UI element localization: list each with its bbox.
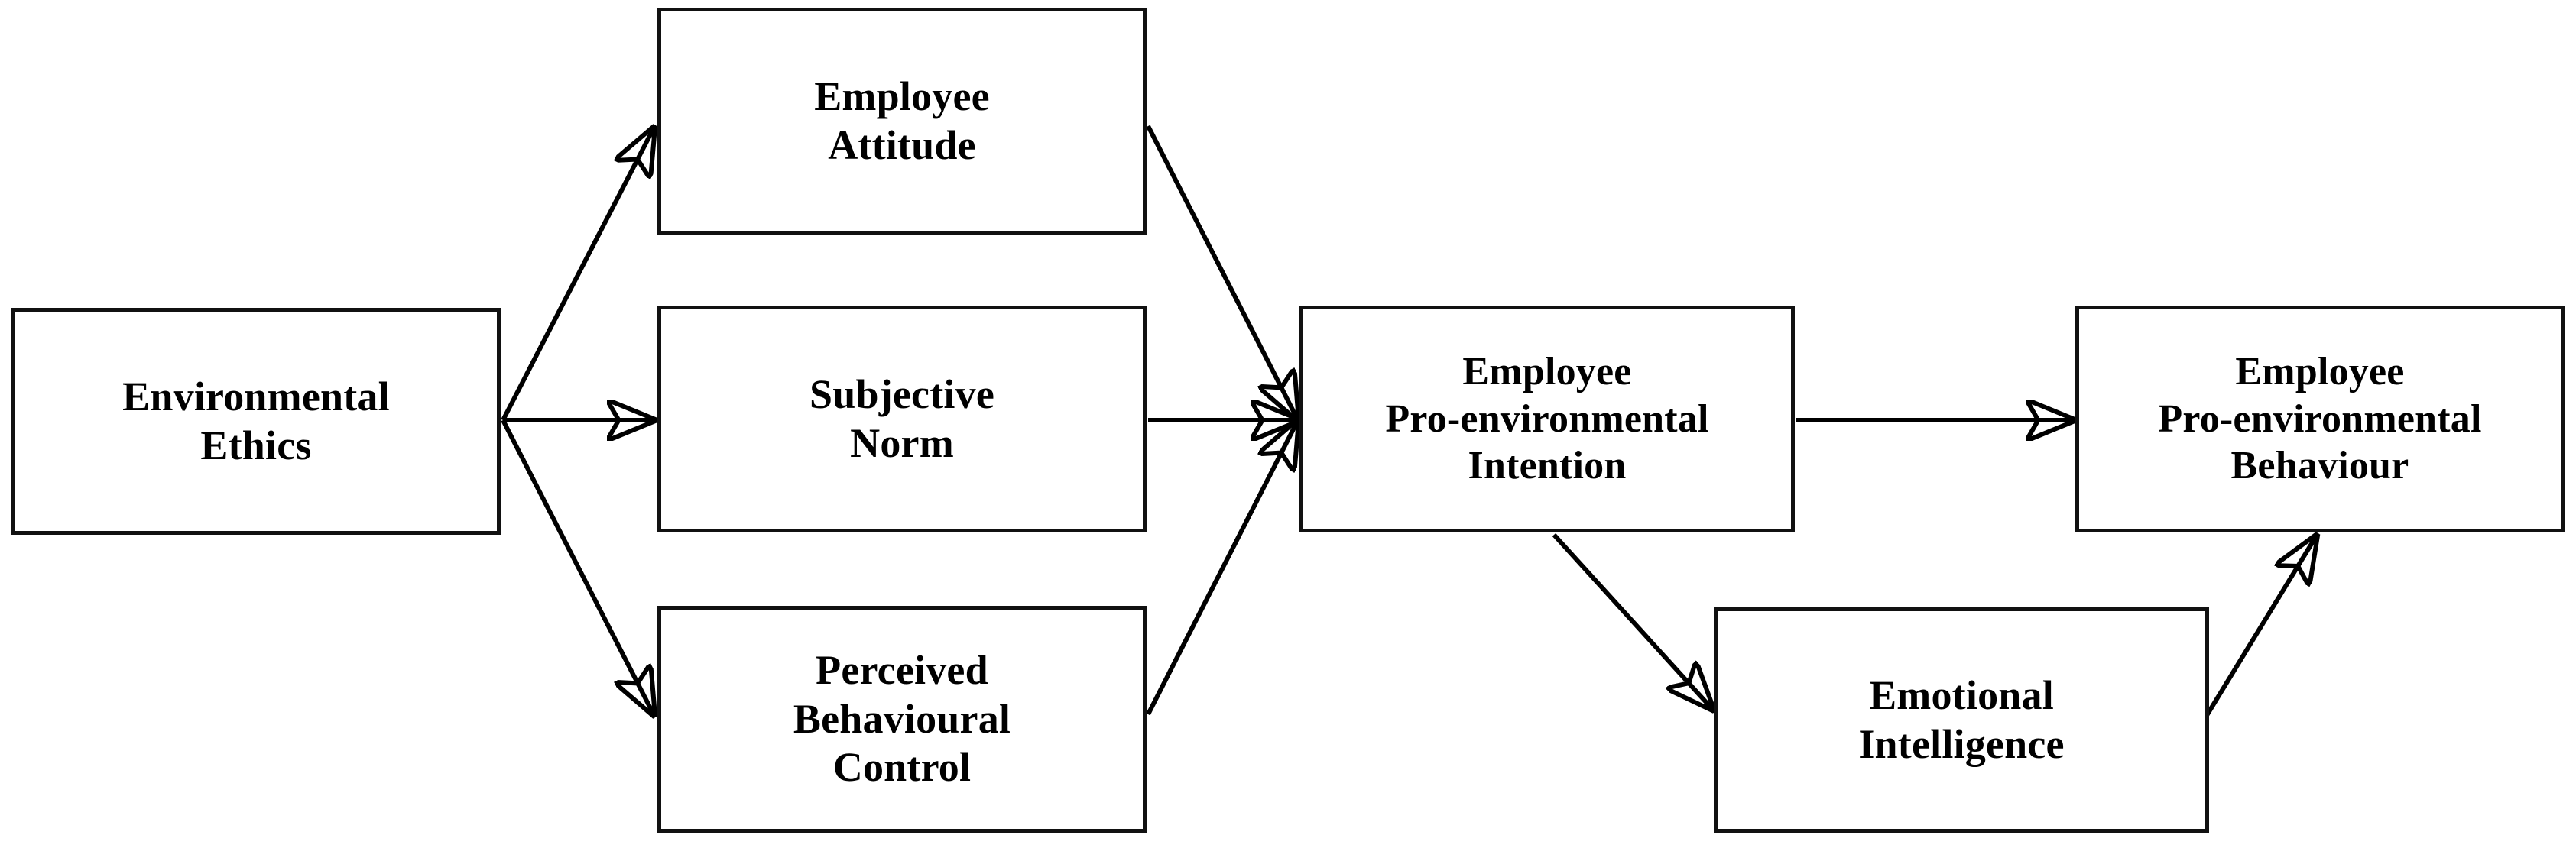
edge-ethics-to-attitude bbox=[501, 128, 654, 422]
node-label-subjective-norm: Subjective Norm bbox=[809, 371, 994, 466]
node-label-employee-attitude: Employee Attitude bbox=[814, 73, 990, 168]
node-employee-pro-environmental-intention[interactable]: Employee Pro-environmental Intention bbox=[1299, 306, 1795, 532]
edge-lines bbox=[501, 125, 2316, 718]
edge-attitude-to-intention bbox=[1146, 125, 1297, 419]
edge-ethics-to-pbc bbox=[501, 419, 654, 714]
node-subjective-norm[interactable]: Subjective Norm bbox=[657, 306, 1147, 532]
node-label-employee-pro-environmental-behaviour: Employee Pro-environmental Behaviour bbox=[2158, 350, 2482, 488]
node-employee-pro-environmental-behaviour[interactable]: Employee Pro-environmental Behaviour bbox=[2075, 306, 2565, 532]
node-label-environmental-ethics: Environmental Ethics bbox=[122, 373, 390, 468]
node-perceived-behavioural-control[interactable]: Perceived Behavioural Control bbox=[657, 606, 1147, 833]
node-label-perceived-behavioural-control: Perceived Behavioural Control bbox=[793, 646, 1011, 791]
node-label-employee-pro-environmental-intention: Employee Pro-environmental Intention bbox=[1385, 350, 1709, 488]
node-environmental-ethics[interactable]: Environmental Ethics bbox=[11, 308, 501, 535]
node-employee-attitude[interactable]: Employee Attitude bbox=[657, 8, 1147, 235]
edge-emotional-intelligence-to-behaviour bbox=[2204, 536, 2316, 718]
edge-intention-to-emotional-intelligence bbox=[1552, 532, 1712, 709]
node-emotional-intelligence[interactable]: Emotional Intelligence bbox=[1714, 607, 2209, 833]
edge-pbc-to-intention bbox=[1146, 422, 1297, 716]
node-label-emotional-intelligence: Emotional Intelligence bbox=[1858, 672, 2065, 767]
